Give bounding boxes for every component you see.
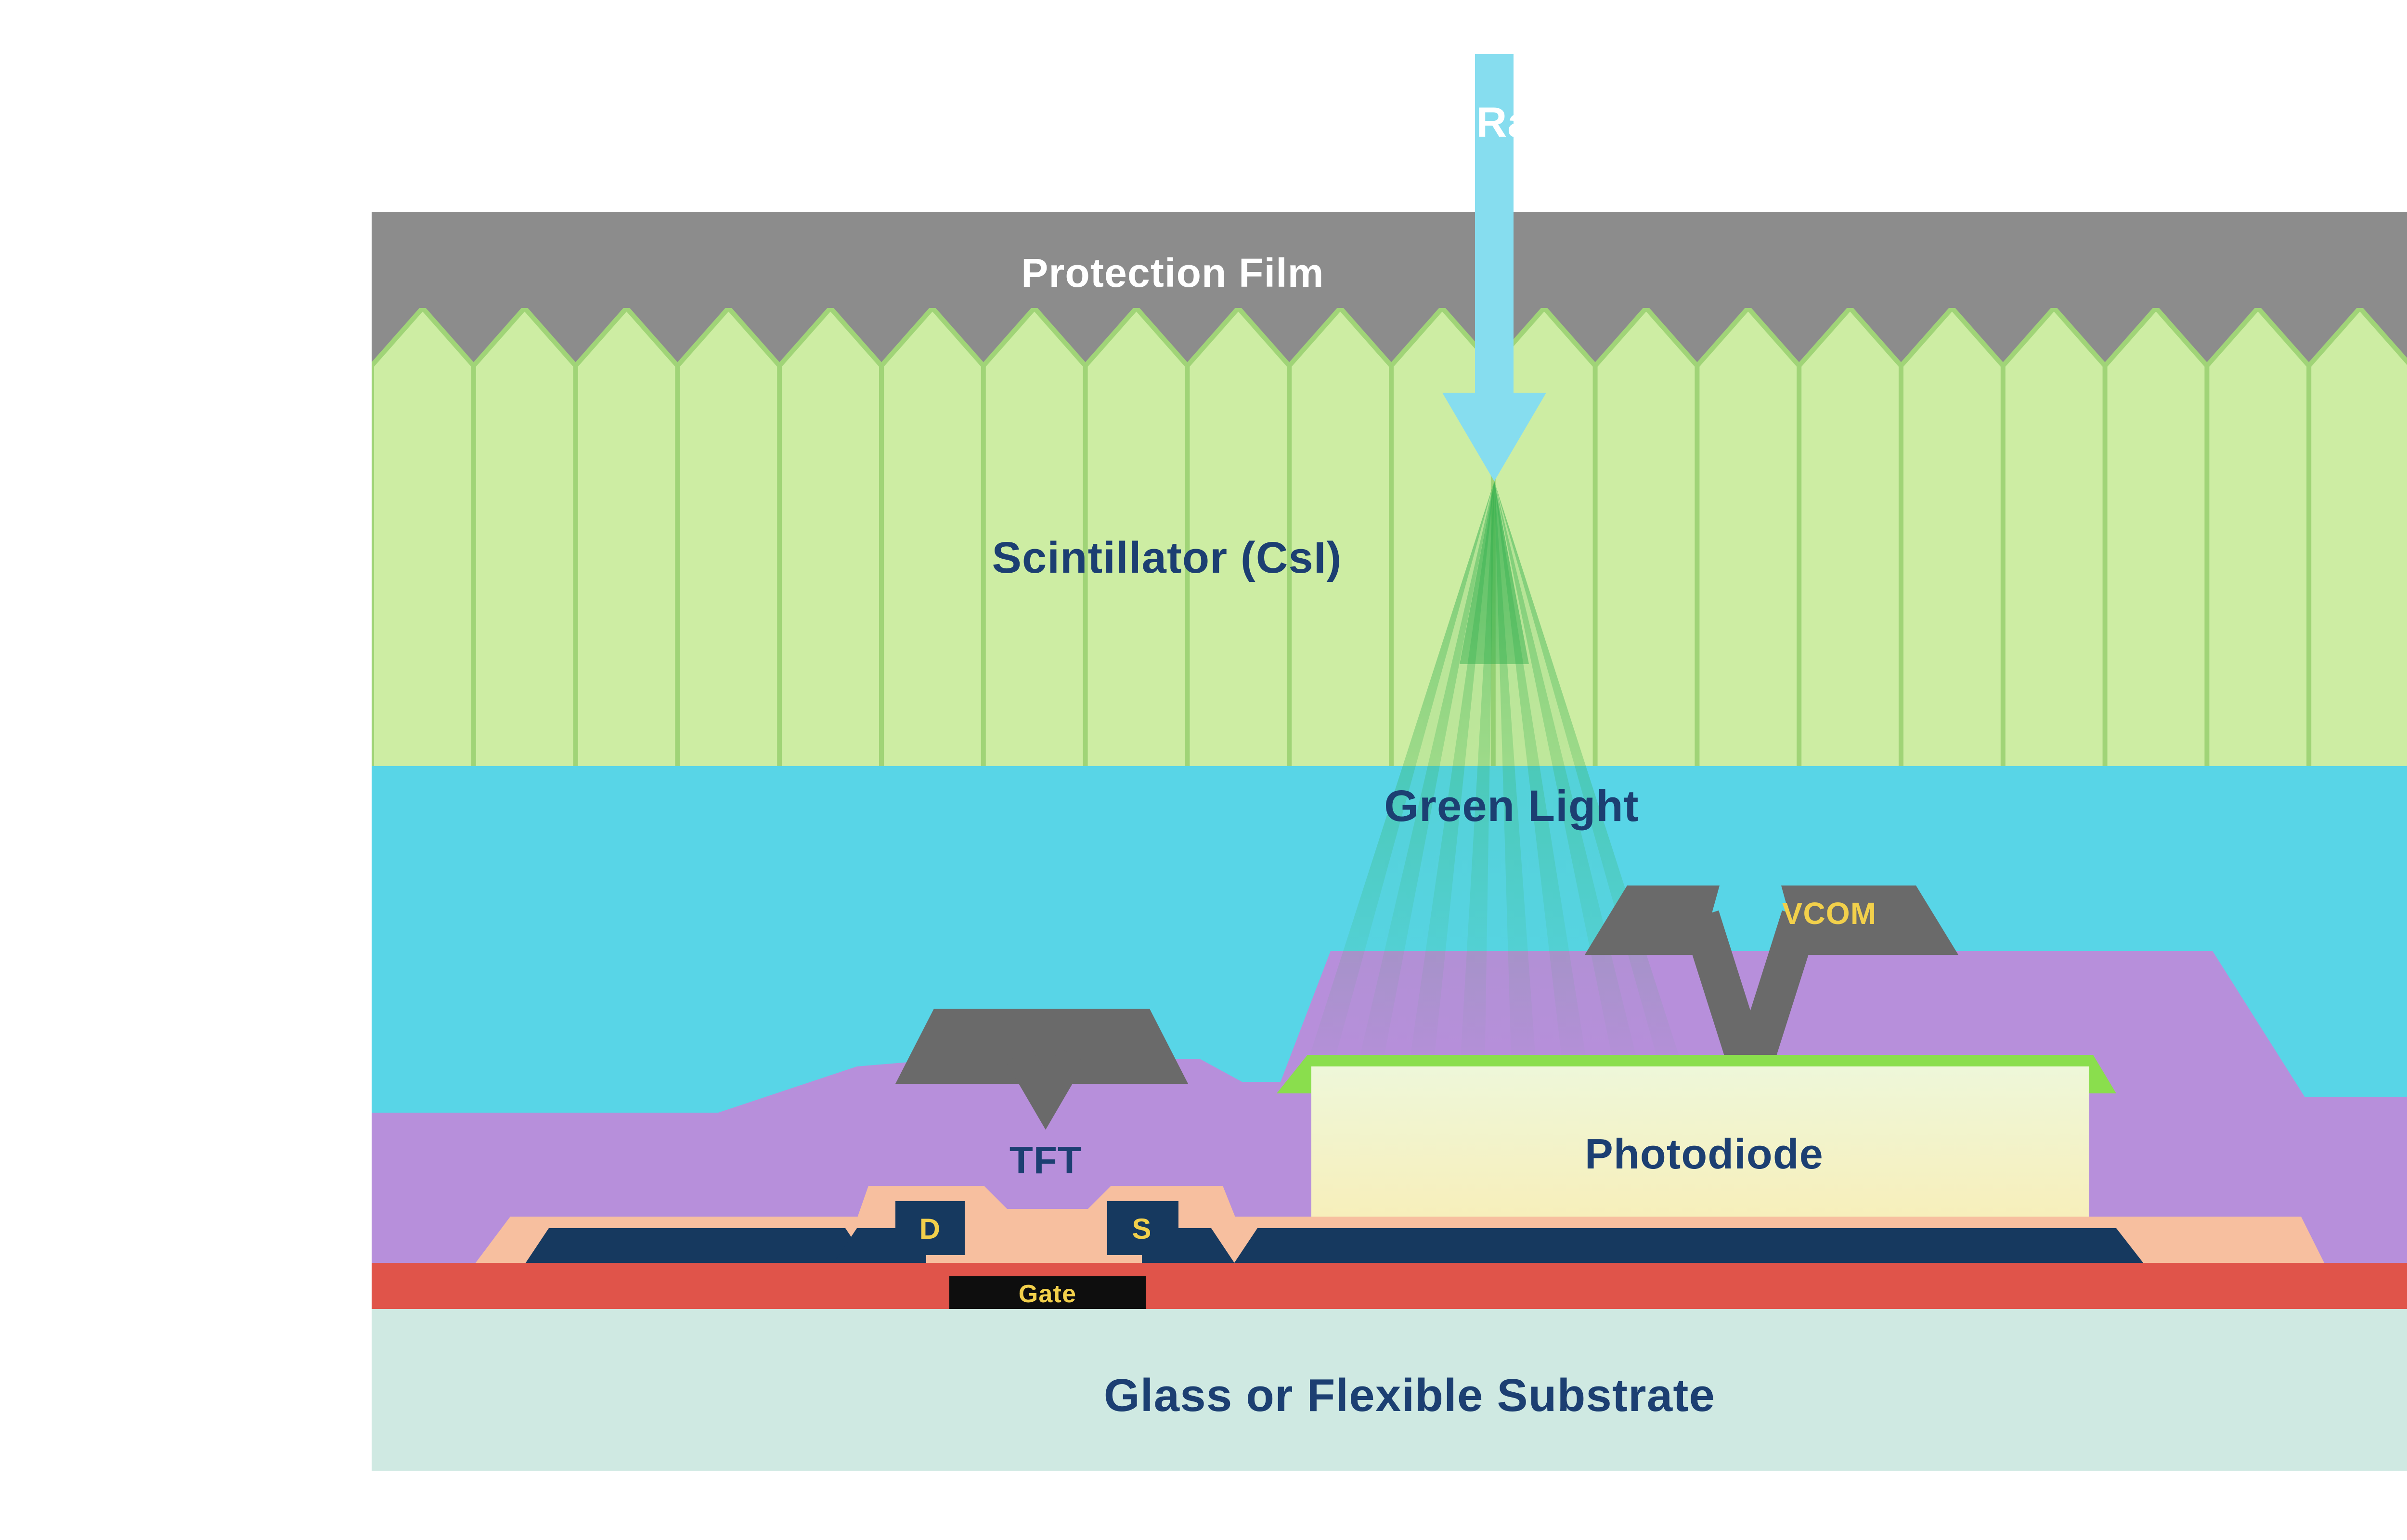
diagram-canvas <box>372 54 2407 1471</box>
tft-label: TFT <box>1009 1141 1082 1183</box>
vcom-label: VCOM <box>1782 899 1877 932</box>
substrate-layer <box>372 1309 2407 1471</box>
protection-film-label: Protection Film <box>1021 252 1324 296</box>
drain-label: D <box>919 1214 941 1246</box>
left-electrode-via <box>1006 1047 1085 1130</box>
red-layer <box>372 1263 2407 1309</box>
gate-electrode <box>949 1276 1146 1309</box>
substrate-label: Glass or Flexible Substrate <box>1103 1371 1716 1423</box>
xray-label: X-Ray <box>1433 98 1556 146</box>
source-label: S <box>1132 1214 1152 1246</box>
photodiode-box <box>1311 1066 2089 1217</box>
gate-label: Gate <box>1018 1279 1077 1308</box>
scintillator-label: Scintillator (CsI) <box>992 532 1342 582</box>
scintillator-layer <box>372 308 2407 766</box>
green-light-label: Green Light <box>1384 781 1639 831</box>
tft-drain <box>895 1201 965 1255</box>
photodiode-label: Photodiode <box>1585 1130 1824 1178</box>
detector-cross-section-diagram: X-Ray Protection Film Scintillator (CsI)… <box>372 54 2407 1471</box>
metal-lines <box>526 1201 2143 1263</box>
xray-arrow <box>1442 54 1546 481</box>
left-electrode <box>895 1009 1188 1084</box>
